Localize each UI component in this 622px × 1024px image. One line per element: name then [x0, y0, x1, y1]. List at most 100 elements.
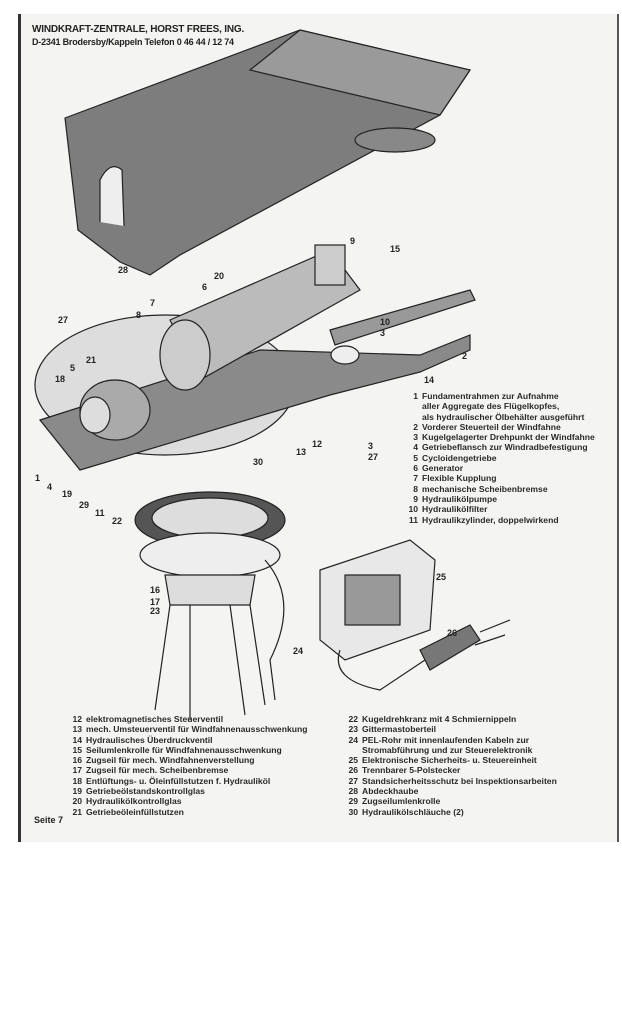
callout-27: 27 [368, 452, 379, 462]
callout-16: 16 [150, 585, 161, 595]
callout-5: 5 [70, 363, 76, 373]
legend-text: Hydraulikzylinder, doppelwirkend [422, 514, 559, 525]
legend-item: 3 Kugelgelagerter Drehpunkt der Windfahne [402, 432, 595, 442]
legend-text: Flexible Kupplung [422, 473, 497, 484]
legend-text: Getriebeöleinfüllstutzen [86, 806, 184, 817]
legend-text: Zugseil für mech. Windfahnenverstellung [86, 755, 255, 766]
callout-1: 1 [35, 473, 41, 483]
mast-top [164, 574, 256, 606]
legend-text: Kugelgelagerter Drehpunkt der Windfahne [422, 432, 595, 443]
legend-number: 6 [413, 463, 418, 474]
legend-number: 21 [72, 806, 82, 817]
legend-item: 1 Fundamentrahmen zur Aufnahme [402, 391, 595, 401]
callout-30: 30 [253, 457, 264, 467]
legend-number: 28 [348, 786, 358, 797]
callout-25: 25 [436, 572, 447, 582]
legend-number: 24 [348, 734, 358, 745]
legend-text-continued: Stromabführung und zur Steuerelektronik [362, 744, 533, 755]
legend-text: Standsicherheitsschutz bei Inspektionsar… [362, 775, 557, 786]
callout-3: 3 [380, 328, 386, 338]
callout-22: 22 [112, 516, 123, 526]
legend-number: 4 [413, 442, 418, 453]
callout-11: 11 [95, 508, 105, 518]
legend-number: 17 [72, 765, 82, 776]
legend-number: 27 [348, 775, 358, 786]
legend-text: Entlüftungs- u. Öleinfüllstutzen f. Hydr… [86, 775, 271, 786]
page-number: Seite 7 [34, 815, 64, 825]
legend-number: 11 [408, 514, 418, 525]
legend-text: Hydraulikölkontrollglas [86, 796, 182, 807]
legend-number: 1 [413, 391, 418, 401]
callout-6: 6 [202, 282, 208, 292]
legend-text: Hydraulikölpumpe [422, 493, 497, 504]
legend-number: 15 [72, 744, 82, 755]
legend-text-continued: aller Aggregate des Flügelkopfes, [422, 401, 560, 412]
callout-8: 8 [136, 310, 142, 320]
legend-item: 19 Getriebeölstandskontrollglas [66, 786, 308, 796]
legend-number: 18 [72, 775, 82, 786]
legend-number: 20 [72, 796, 82, 807]
legend-item: 8 mechanische Scheibenbremse [402, 484, 595, 494]
pel-tube [264, 559, 285, 701]
legend-number: 10 [408, 504, 418, 515]
legend-text: Gittermastoberteil [362, 724, 437, 735]
callout-13: 13 [296, 447, 307, 457]
legend-text: mechanische Scheibenbremse [422, 483, 548, 494]
callout-28: 28 [118, 265, 129, 275]
legend-item: 25 Elektronische Sicherheits- u. Steuerei… [342, 755, 557, 765]
callout-12: 12 [312, 439, 323, 449]
legend-text: Hydraulikölschläuche (2) [362, 806, 464, 817]
callout-14: 14 [424, 375, 435, 385]
legend-number: 25 [348, 755, 358, 766]
company-address: D-2341 Brodersby/Kappeln Telefon 0 46 44… [32, 37, 234, 47]
legend-text: Generator [422, 463, 464, 474]
callout-26: 26 [447, 628, 458, 638]
callout-23: 23 [150, 606, 161, 616]
company-name: WINDKRAFT-ZENTRALE, HORST FREES, ING. [32, 24, 245, 35]
callout-20: 20 [214, 271, 225, 281]
legend-text-continued: als hydraulischer Ölbehälter ausgeführt [422, 411, 585, 422]
callout-10: 10 [380, 317, 391, 327]
legend-text: Fundamentrahmen zur Aufnahme [422, 391, 559, 401]
plug-connector [419, 624, 481, 671]
legend-item: 18 Entlüftungs- u. Öleinfüllstutzen f. Hy… [66, 776, 308, 786]
legend-number: 8 [413, 483, 418, 494]
legend-number: 26 [348, 765, 358, 776]
callout-24: 24 [293, 646, 304, 656]
callout-4: 4 [47, 482, 53, 492]
legend-number: 3 [413, 432, 418, 443]
legend-text: Kugeldrehkranz mit 4 Schmiernippeln [362, 714, 517, 724]
legend-text: Zugseilumlenkrolle [362, 796, 441, 807]
legend-text: Getriebeölstandskontrollglas [86, 786, 205, 797]
legend-item: 20 Hydraulikölkontrollglas [66, 796, 308, 806]
legend-item: 11 Hydraulikzylinder, doppelwirkend [402, 515, 595, 525]
legend-number: 19 [72, 786, 82, 797]
legend-item: 27 Standsicherheitsschutz bei Inspektions… [342, 775, 557, 786]
legend-text: Getriebeflansch zur Windradbefestigung [422, 442, 588, 453]
legend-text: elektromagnetisches Steuerventil [86, 714, 224, 724]
legend-item: 23 Gittermastoberteil [342, 724, 557, 734]
callout-19: 19 [62, 489, 73, 499]
legend-text: Elektronische Sicherheits- u. Steuereinh… [362, 755, 537, 766]
legend-text: Seilumlenkrolle für Windfahnenausschwenk… [86, 744, 282, 755]
callout-9: 9 [350, 236, 356, 246]
callout-3: 3 [368, 441, 374, 451]
legend-number: 23 [348, 724, 358, 735]
callout-7: 7 [150, 298, 156, 308]
legend-number: 12 [72, 714, 82, 724]
legend-text: Vorderer Steuerteil der Windfahne [422, 421, 561, 432]
legend-text: Cycloidengetriebe [422, 452, 497, 463]
legend-text: Trennbarer 5-Polstecker [362, 765, 461, 776]
legend-item: 26 Trennbarer 5-Polstecker [342, 765, 557, 775]
callout-17: 17 [150, 597, 161, 607]
